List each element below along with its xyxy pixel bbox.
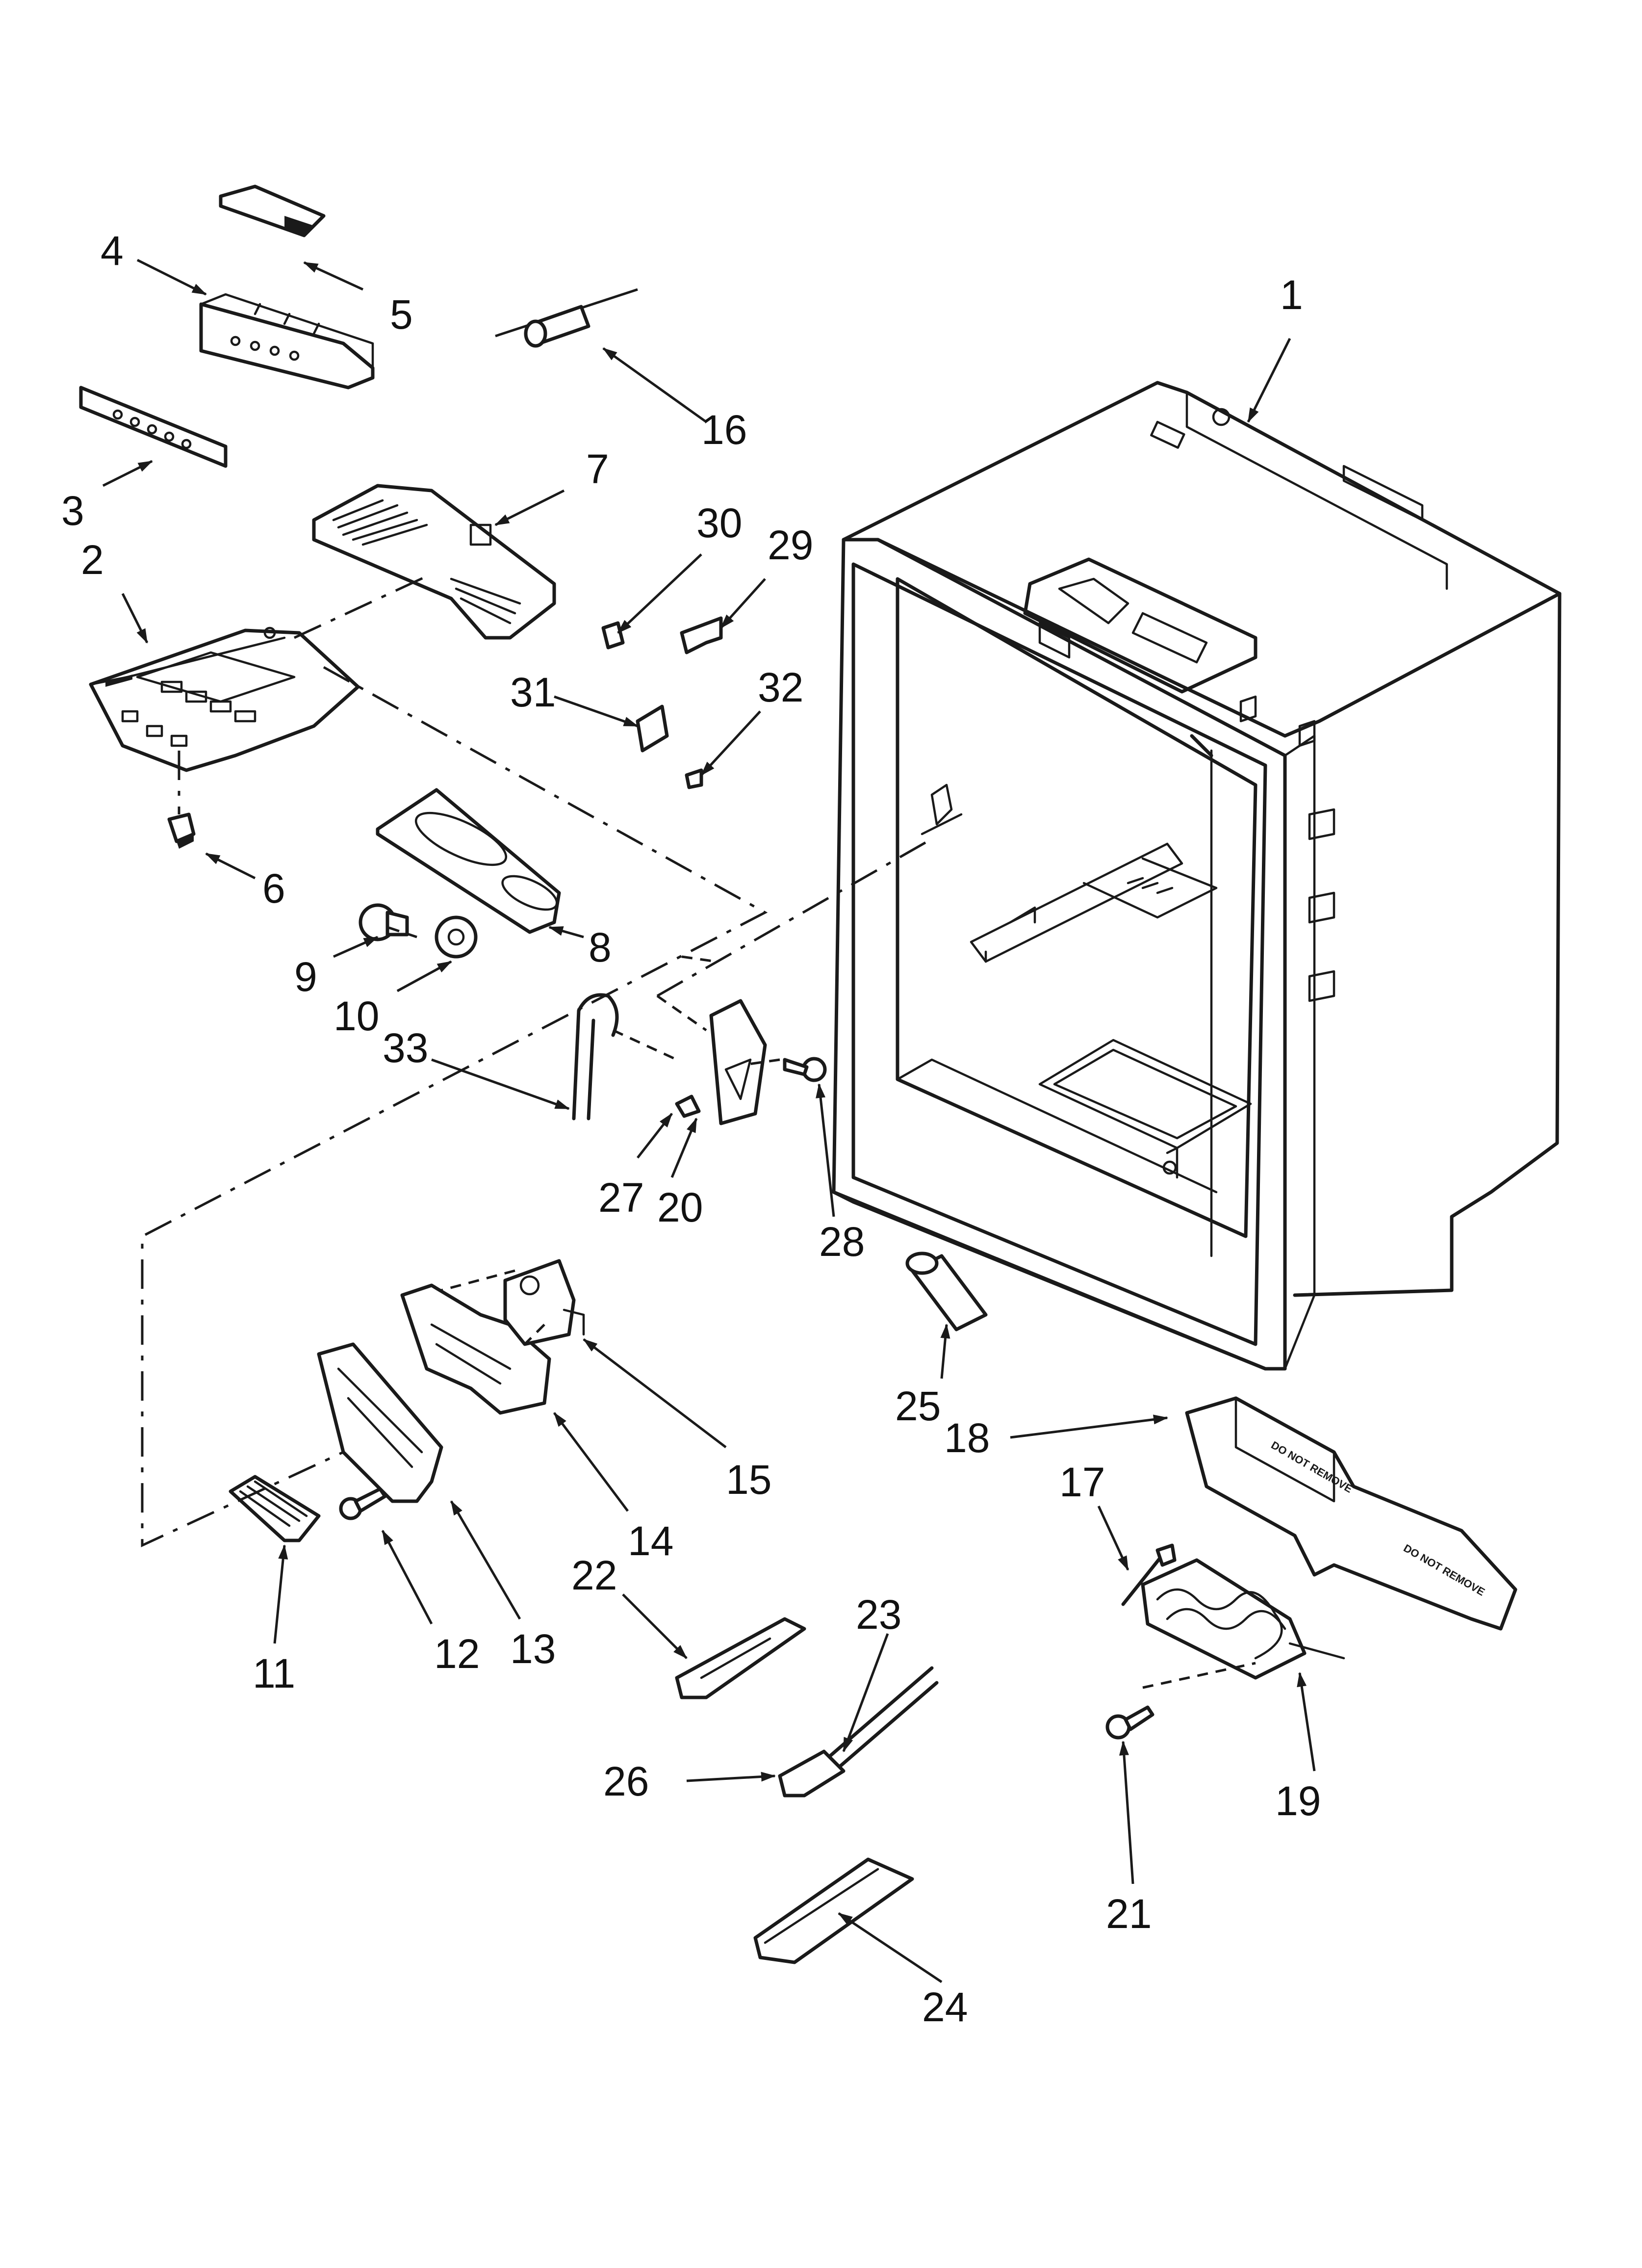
- callout-30: 30: [696, 500, 742, 546]
- callout-23: 23: [856, 1591, 901, 1638]
- callout-9: 9: [294, 954, 317, 1000]
- part-14-housing: [400, 1283, 551, 1415]
- callout-8: 8: [589, 924, 612, 970]
- callout-7: 7: [586, 446, 609, 492]
- part-11-cover: [229, 1475, 321, 1542]
- part-30-clip: [601, 621, 625, 650]
- part-16-tube-fitting: [495, 288, 638, 348]
- callout-11: 11: [253, 1650, 295, 1696]
- callout-6: 6: [262, 865, 285, 912]
- callout-33: 33: [383, 1025, 428, 1071]
- callout-10: 10: [334, 993, 379, 1039]
- part-12-screw: [339, 1487, 387, 1520]
- part-31-bracket: [636, 704, 669, 753]
- callout-16: 16: [701, 407, 747, 453]
- callout-12: 12: [434, 1631, 480, 1677]
- part-26-sensor: [778, 1749, 846, 1798]
- callout-25: 25: [895, 1383, 941, 1429]
- part-8-light-housing: [376, 788, 561, 934]
- part-19-heater-assembly: [1141, 1558, 1345, 1680]
- part-18-drain-trough: DO NOT REMOVE DO NOT REMOVE: [1185, 1396, 1517, 1631]
- callout-18: 18: [944, 1415, 990, 1461]
- part-25-plug: [905, 1251, 988, 1331]
- callout-5: 5: [390, 291, 413, 338]
- callout-4: 4: [101, 228, 124, 274]
- callout-13: 13: [510, 1626, 556, 1672]
- part-32-clip: [685, 768, 703, 789]
- callout-labels: 1 2 3 4 5 6 7 8 9 10 11 12 13 14 15 16 1…: [61, 228, 1321, 2030]
- callout-27: 27: [598, 1174, 644, 1221]
- callout-3: 3: [61, 488, 84, 534]
- callout-2: 2: [81, 537, 104, 583]
- part-2-control-housing: [89, 626, 360, 772]
- callout-19: 19: [1275, 1778, 1321, 1824]
- part-10-socket: [435, 915, 478, 959]
- callout-20: 20: [657, 1184, 703, 1230]
- callout-leaders: [102, 259, 1316, 1983]
- callout-31: 31: [510, 669, 556, 715]
- part-5-bracket: [219, 184, 326, 237]
- part-7-vent-cover: [312, 484, 556, 640]
- part-3-control-overlay: [79, 386, 228, 468]
- part-24-channel: [753, 1857, 914, 1964]
- callout-24: 24: [922, 1984, 968, 2030]
- part-13-drawer-front: [317, 1342, 443, 1503]
- part-15-valve: [503, 1259, 585, 1346]
- part-33-tube: [572, 993, 619, 1121]
- part-21-screw: [1105, 1705, 1155, 1740]
- part-22-holder: [675, 1617, 806, 1699]
- callout-32: 32: [758, 664, 803, 710]
- callout-24-label-26: 26: [603, 1758, 649, 1804]
- callout-29: 29: [768, 522, 813, 568]
- callout-14: 14: [628, 1518, 673, 1564]
- part-9-light-bulb: [359, 903, 409, 941]
- assembly-dash-lines: [141, 573, 1256, 1689]
- part-20-bracket: [709, 999, 767, 1125]
- callout-17: 17: [1059, 1459, 1105, 1505]
- part-1-refrigerator-liner: [832, 381, 1562, 1371]
- callout-22: 22: [571, 1552, 617, 1598]
- part-23-sensor-wire: [822, 1666, 939, 1778]
- part-29-clip: [680, 616, 723, 654]
- callout-28: 28: [819, 1219, 865, 1265]
- part-17-harness: [1121, 1543, 1177, 1606]
- part-27-clip: [675, 1095, 701, 1118]
- callout-21: 21: [1106, 1891, 1152, 1937]
- part-28-screw: [783, 1057, 827, 1082]
- part-4-control-board: [199, 293, 375, 390]
- callout-1: 1: [1280, 272, 1303, 318]
- callout-15: 15: [726, 1457, 771, 1503]
- part-6-switch: [167, 812, 196, 849]
